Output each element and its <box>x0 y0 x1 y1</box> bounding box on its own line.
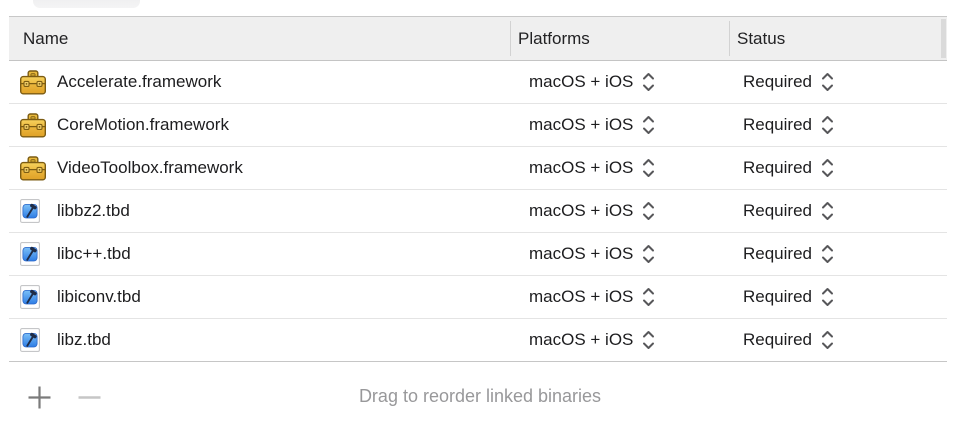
up-down-chevron-icon <box>641 114 656 136</box>
platforms-value: macOS + iOS <box>529 244 634 263</box>
status-cell: Required <box>729 276 947 318</box>
name-cell: libc++.tbd <box>9 233 510 275</box>
table-row[interactable]: libz.tbd macOS + iOS Required <box>9 319 947 362</box>
status-cell: Required <box>729 104 947 146</box>
up-down-chevron-icon <box>641 200 656 222</box>
status-value: Required <box>743 158 812 177</box>
table-row[interactable]: libiconv.tbd macOS + iOS Required <box>9 276 947 319</box>
status-stepper[interactable] <box>820 114 835 136</box>
tbd-document-icon <box>20 285 48 309</box>
status-cell: Required <box>729 233 947 275</box>
status-value: Required <box>743 244 812 263</box>
linked-binaries-table: Name Platforms Status <box>9 16 947 362</box>
platforms-stepper[interactable] <box>641 286 656 308</box>
status-value: Required <box>743 115 812 134</box>
up-down-chevron-icon <box>820 114 835 136</box>
status-cell: Required <box>729 147 947 189</box>
add-button[interactable] <box>26 384 52 410</box>
platforms-cell: macOS + iOS <box>510 233 729 275</box>
status-stepper[interactable] <box>820 243 835 265</box>
table-header: Name Platforms Status <box>9 16 947 61</box>
up-down-chevron-icon <box>820 71 835 93</box>
up-down-chevron-icon <box>820 157 835 179</box>
platforms-stepper[interactable] <box>641 71 656 93</box>
up-down-chevron-icon <box>820 286 835 308</box>
status-stepper[interactable] <box>820 200 835 222</box>
framework-toolbox-icon <box>20 155 48 181</box>
tbd-document-icon <box>20 328 48 352</box>
binary-name-label: libz.tbd <box>57 330 111 349</box>
table-row[interactable]: VideoToolbox.framework macOS + iOS Requi… <box>9 147 947 190</box>
status-value: Required <box>743 72 812 91</box>
binary-name-label: libiconv.tbd <box>57 287 141 306</box>
platforms-value: macOS + iOS <box>529 158 634 177</box>
platforms-stepper[interactable] <box>641 200 656 222</box>
binary-name-label: CoreMotion.framework <box>57 115 229 134</box>
table-row[interactable]: libc++.tbd macOS + iOS Required <box>9 233 947 276</box>
up-down-chevron-icon <box>641 243 656 265</box>
column-header-name[interactable]: Name <box>9 17 510 60</box>
name-cell: libbz2.tbd <box>9 190 510 232</box>
status-cell: Required <box>729 319 947 361</box>
name-cell: Accelerate.framework <box>9 61 510 103</box>
up-down-chevron-icon <box>641 286 656 308</box>
up-down-chevron-icon <box>641 71 656 93</box>
framework-toolbox-icon <box>20 69 48 95</box>
platforms-value: macOS + iOS <box>529 115 634 134</box>
platforms-value: macOS + iOS <box>529 287 634 306</box>
status-value: Required <box>743 287 812 306</box>
column-header-platforms[interactable]: Platforms <box>510 17 729 60</box>
binary-name-label: libc++.tbd <box>57 244 131 263</box>
table-row[interactable]: libbz2.tbd macOS + iOS Required <box>9 190 947 233</box>
platforms-cell: macOS + iOS <box>510 276 729 318</box>
column-header-status-label: Status <box>737 28 786 48</box>
column-header-platforms-label: Platforms <box>518 28 590 48</box>
name-cell: libz.tbd <box>9 319 510 361</box>
status-stepper[interactable] <box>820 157 835 179</box>
platforms-stepper[interactable] <box>641 157 656 179</box>
minus-icon <box>78 386 101 409</box>
binary-name-label: Accelerate.framework <box>57 72 222 91</box>
binary-name-label: libbz2.tbd <box>57 201 130 220</box>
name-cell: VideoToolbox.framework <box>9 147 510 189</box>
status-value: Required <box>743 201 812 220</box>
name-cell: libiconv.tbd <box>9 276 510 318</box>
binary-name-label: VideoToolbox.framework <box>57 158 243 177</box>
platforms-cell: macOS + iOS <box>510 147 729 189</box>
name-cell: CoreMotion.framework <box>9 104 510 146</box>
reorder-hint: Drag to reorder linked binaries <box>358 386 602 406</box>
platforms-cell: macOS + iOS <box>510 319 729 361</box>
status-cell: Required <box>729 61 947 103</box>
framework-toolbox-icon <box>20 112 48 138</box>
column-header-name-label: Name <box>23 28 69 48</box>
table-body: Accelerate.framework macOS + iOS Require… <box>9 61 947 362</box>
column-header-status[interactable]: Status <box>729 17 947 60</box>
table-row[interactable]: CoreMotion.framework macOS + iOS Require… <box>9 104 947 147</box>
status-value: Required <box>743 330 812 349</box>
plus-icon <box>28 386 51 409</box>
platforms-cell: macOS + iOS <box>510 104 729 146</box>
status-stepper[interactable] <box>820 329 835 351</box>
status-stepper[interactable] <box>820 71 835 93</box>
table-row[interactable]: Accelerate.framework macOS + iOS Require… <box>9 61 947 104</box>
platforms-value: macOS + iOS <box>529 72 634 91</box>
up-down-chevron-icon <box>820 329 835 351</box>
platforms-stepper[interactable] <box>641 114 656 136</box>
status-cell: Required <box>729 190 947 232</box>
up-down-chevron-icon <box>641 157 656 179</box>
tbd-document-icon <box>20 199 48 223</box>
remove-button[interactable] <box>76 384 102 410</box>
partially-visible-button[interactable] <box>33 0 140 8</box>
tbd-document-icon <box>20 242 48 266</box>
platforms-value: macOS + iOS <box>529 201 634 220</box>
platforms-value: macOS + iOS <box>529 330 634 349</box>
platforms-cell: macOS + iOS <box>510 61 729 103</box>
platforms-cell: macOS + iOS <box>510 190 729 232</box>
status-stepper[interactable] <box>820 286 835 308</box>
platforms-stepper[interactable] <box>641 329 656 351</box>
up-down-chevron-icon <box>820 243 835 265</box>
up-down-chevron-icon <box>820 200 835 222</box>
platforms-stepper[interactable] <box>641 243 656 265</box>
up-down-chevron-icon <box>641 329 656 351</box>
